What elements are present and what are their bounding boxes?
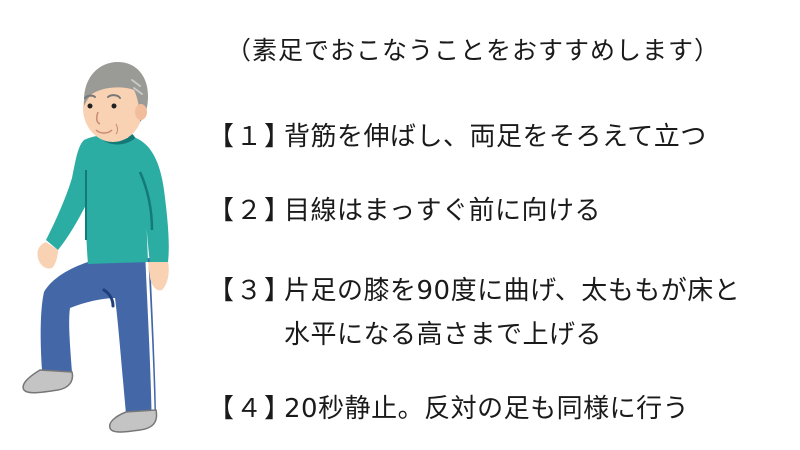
step-line: 背筋を伸ばし、両足をそろえて立つ	[284, 122, 707, 152]
step-1: 【１】 背筋を伸ばし、両足をそろえて立つ	[208, 115, 788, 159]
left-hand	[37, 242, 58, 269]
step-line: 目線はまっすぐ前に向ける	[284, 196, 601, 226]
step-3: 【３】 片足の膝を90度に曲げ、太ももが床と 水平になる高さまで上げる	[208, 269, 788, 357]
step-number: 【１】	[208, 122, 293, 152]
step-line: 20秒静止。反対の足も同様に行う	[284, 394, 690, 424]
step-number: 【２】	[208, 196, 293, 226]
step-number: 【４】	[208, 394, 293, 424]
elderly-man-illustration	[0, 40, 200, 445]
right-hand	[148, 262, 169, 291]
exercise-steps-list: 【１】 背筋を伸ばし、両足をそろえて立つ 【２】 目線はまっすぐ前に向ける 【３…	[208, 115, 788, 431]
right-shoe	[108, 409, 158, 433]
step-line: 片足の膝を90度に曲げ、太ももが床と	[284, 276, 741, 306]
step-2: 【２】 目線はまっすぐ前に向ける	[208, 189, 788, 233]
standing-leg	[110, 258, 156, 414]
step-text: 片足の膝を90度に曲げ、太ももが床と 水平になる高さまで上げる	[284, 269, 740, 357]
step-text: 20秒静止。反対の足も同様に行う	[284, 387, 689, 431]
step-line: 水平になる高さまで上げる	[284, 320, 603, 350]
raised-leg	[40, 262, 118, 372]
left-shoe	[22, 369, 74, 394]
barefoot-recommendation-note: （素足でおこなうことをおすすめします）	[226, 36, 721, 65]
step-4: 【４】 20秒静止。反対の足も同様に行う	[208, 387, 788, 431]
step-text: 背筋を伸ばし、両足をそろえて立つ	[284, 115, 707, 159]
step-number: 【３】	[208, 276, 293, 306]
hair	[84, 62, 148, 122]
step-text: 目線はまっすぐ前に向ける	[284, 189, 601, 233]
shirt	[46, 134, 169, 264]
